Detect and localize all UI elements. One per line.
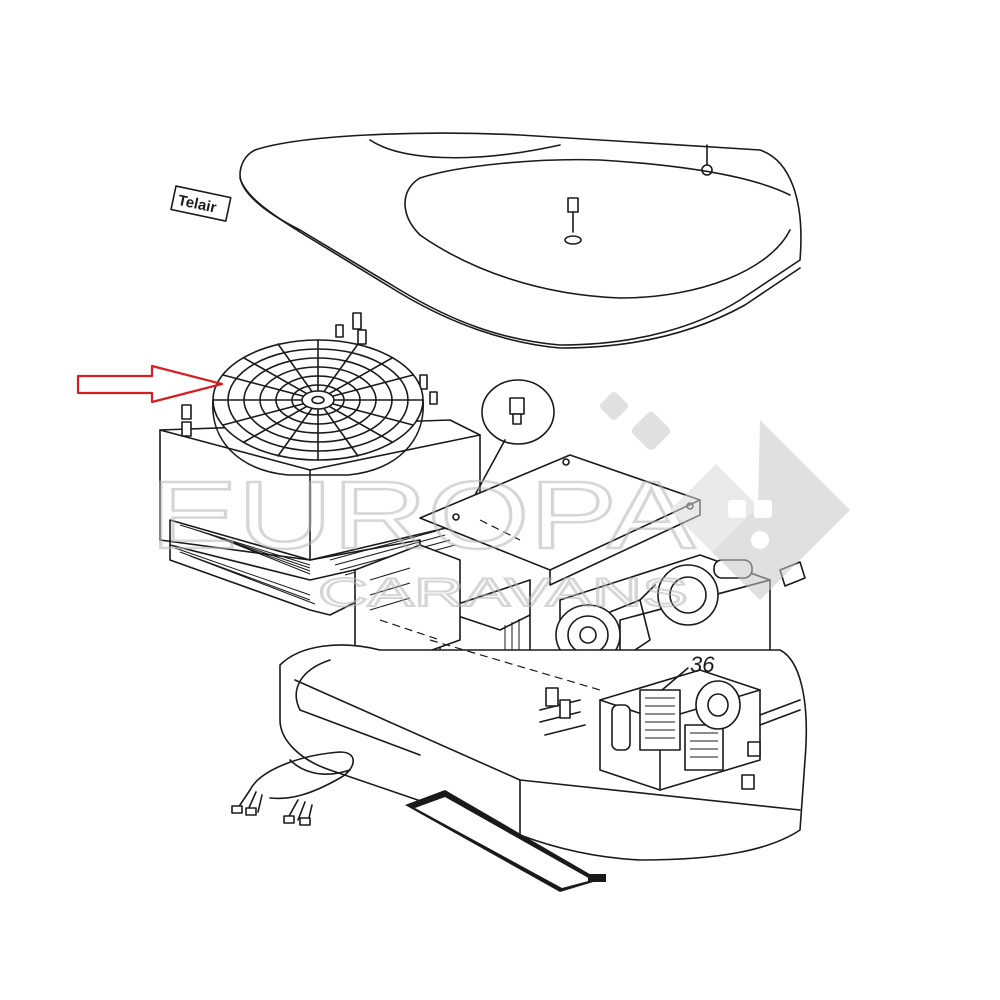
blower-right: [639, 564, 719, 626]
motor-wheel: [695, 680, 741, 730]
right-arrow-icon: [76, 364, 224, 404]
watermark-brand: EUROPA: [150, 462, 695, 569]
watermark: EUROPA CARAVANS: [149, 392, 850, 616]
telair-logo: Telair: [170, 185, 232, 222]
callout-number: 36: [690, 652, 715, 677]
bolts: [181, 312, 438, 437]
circuit-boards: [639, 689, 724, 771]
capacitor: [611, 704, 631, 751]
wiring-harness: [231, 751, 354, 826]
condenser-assembly: [159, 312, 481, 616]
caravan-logo-icon: [600, 392, 850, 600]
gasket-strip: [405, 790, 606, 892]
part-callout: 36: [661, 652, 715, 691]
watermark-sub: CARAVANS: [318, 571, 688, 615]
main-chassis: [279, 454, 808, 861]
detail-bubble: [474, 379, 555, 496]
fan-guard: [212, 339, 424, 476]
top-cover: [239, 132, 802, 349]
